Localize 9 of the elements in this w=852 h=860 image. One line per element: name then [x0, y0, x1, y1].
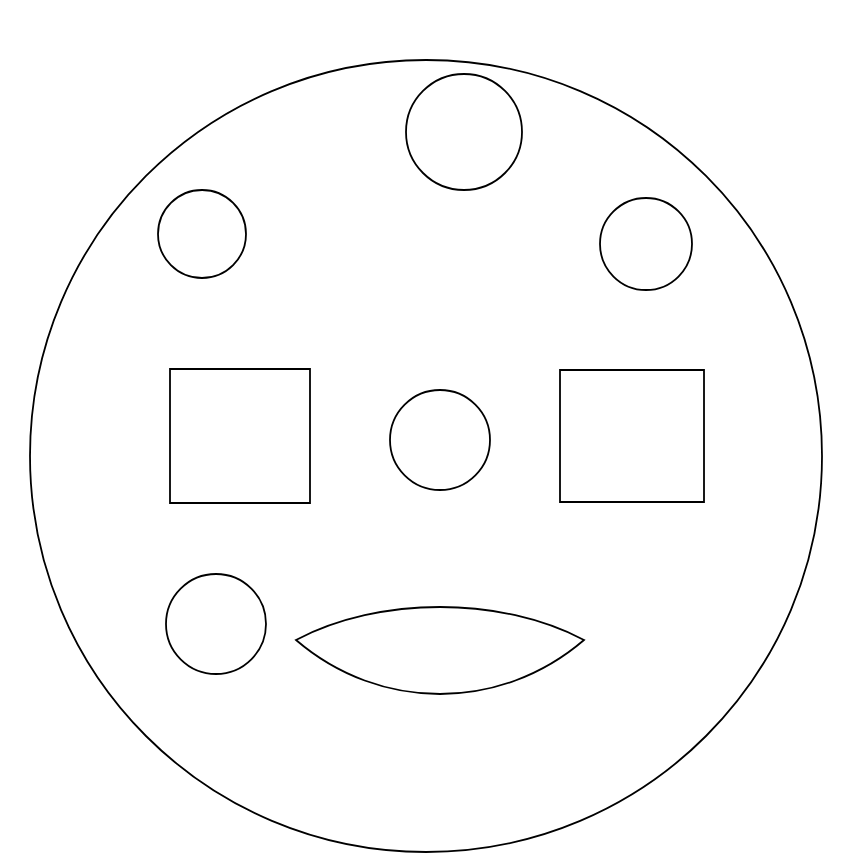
circle-outline — [405, 73, 523, 191]
circle-outline — [599, 197, 693, 291]
square-outline — [559, 369, 705, 503]
circle-outline — [389, 389, 491, 491]
circle-outline — [29, 59, 823, 853]
circle-outline — [157, 189, 247, 279]
circle-outline — [165, 573, 267, 675]
square-outline — [169, 368, 311, 504]
lens-shape-outline — [295, 606, 585, 695]
